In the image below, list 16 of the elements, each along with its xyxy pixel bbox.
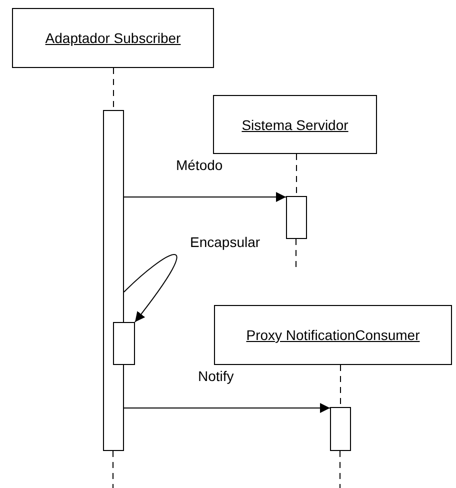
lifeline-head-box bbox=[213, 95, 377, 154]
message-arrow bbox=[124, 192, 286, 202]
message-arrow bbox=[124, 403, 330, 413]
self-message-arrow bbox=[124, 254, 178, 322]
activation-bar bbox=[330, 407, 351, 451]
activation-bar bbox=[103, 110, 124, 451]
edge-label: Notify bbox=[197, 368, 235, 384]
lifeline-head-box bbox=[12, 8, 214, 68]
activation-bar bbox=[286, 196, 307, 239]
lifeline-head-box bbox=[214, 305, 452, 365]
edge-label: Método bbox=[175, 157, 224, 173]
activation-bar bbox=[113, 322, 135, 365]
object-name: Proxy NotificationConsumer bbox=[246, 327, 420, 343]
object-name: Adaptador Subscriber bbox=[45, 30, 181, 46]
object-name: Sistema Servidor bbox=[242, 116, 348, 132]
edge-label: Encapsular bbox=[189, 234, 262, 250]
